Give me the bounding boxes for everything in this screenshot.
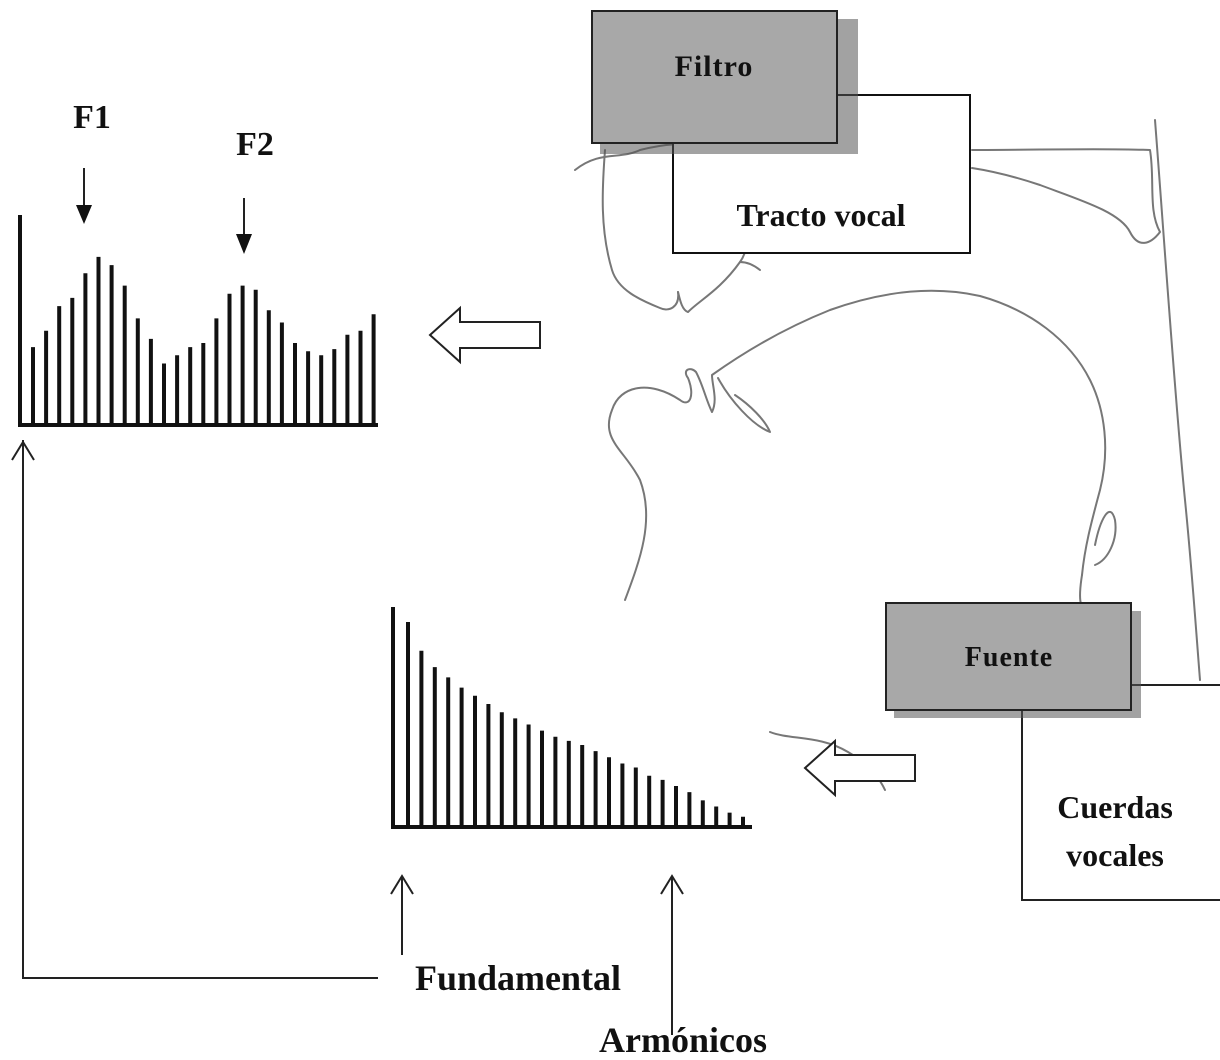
source-spectrum-bars bbox=[406, 622, 745, 827]
harmonics-label: Armónicos bbox=[599, 1020, 767, 1060]
fundamental-pointer-arrowhead bbox=[390, 874, 414, 895]
fundamental-label: Fundamental bbox=[415, 958, 621, 998]
formant-f1-arrow-head bbox=[76, 205, 92, 224]
source-spectrum bbox=[391, 607, 752, 829]
filter-group: Filtro Tracto vocal bbox=[591, 10, 971, 254]
formant-f2-arrow-head bbox=[236, 234, 252, 254]
source-description-line1: Cuerdas bbox=[1057, 789, 1173, 825]
formant-f2-label: F2 bbox=[236, 126, 274, 163]
fundamental-to-output-connector bbox=[22, 440, 378, 979]
source-title: Fuente bbox=[965, 642, 1053, 673]
filter-description: Tracto vocal bbox=[736, 197, 905, 233]
output-spectrum-bars bbox=[31, 256, 376, 425]
source-description-line2: vocales bbox=[1066, 837, 1164, 873]
annotation-pointers: Fundamental Armónicos bbox=[11, 440, 767, 1060]
filter-to-output-arrow bbox=[428, 305, 541, 365]
source-title-box bbox=[885, 602, 1132, 711]
source-group: Fuente Cuerdas vocales bbox=[885, 602, 1220, 901]
filter-title: Filtro bbox=[675, 50, 754, 83]
harmonics-pointer-arrowhead bbox=[660, 874, 684, 895]
output-spectrum: F1 F2 bbox=[18, 99, 378, 427]
filter-title-box bbox=[591, 10, 838, 144]
formant-f1-label: F1 bbox=[73, 99, 111, 136]
output-pointer-arrowhead bbox=[11, 440, 35, 461]
vocal-tract-outline bbox=[574, 119, 1201, 791]
source-to-spectrum-arrow bbox=[803, 738, 916, 798]
